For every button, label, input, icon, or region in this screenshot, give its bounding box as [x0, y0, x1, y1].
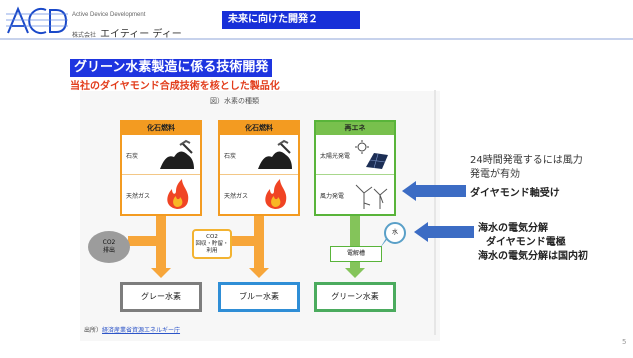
electrolyzer-box: 電解槽	[330, 246, 382, 262]
coal-label: 石炭	[224, 153, 237, 160]
solar-label: 太陽光発電	[320, 153, 351, 160]
co2-storage-box: CO2 回収・貯留・ 利用	[192, 229, 232, 259]
solar-panel-icon	[355, 140, 388, 169]
co2-store-arrow	[230, 236, 256, 246]
callout-arrow-head	[402, 181, 416, 201]
callout-arrow-head	[414, 222, 428, 242]
page-number: 5	[622, 338, 627, 346]
coal-cell: 石炭	[122, 135, 200, 175]
figure-divider	[434, 90, 436, 335]
flow-arrow	[156, 216, 166, 268]
water-bubble: 水	[384, 222, 406, 244]
slide-subtitle: 当社のダイヤモンド合成技術を核とした製品化	[70, 81, 280, 92]
column-head: 化石燃料	[122, 122, 200, 135]
fossil-column-gray: 化石燃料 石炭 天然ガス	[120, 120, 202, 216]
renewable-column: 再エネ 太陽光発電 風力発電	[314, 120, 396, 216]
wind-label: 風力発電	[320, 193, 345, 200]
company-name-en: Active Device Development	[72, 12, 146, 18]
co2-emit-label: 排出	[102, 247, 115, 254]
co2-emission-bubble: CO2 排出	[88, 231, 130, 263]
header-divider	[0, 38, 633, 40]
coal-cell: 石炭	[220, 135, 298, 175]
callout-arrow	[414, 185, 466, 197]
wind-cell: 風力発電	[316, 175, 394, 215]
blue-hydrogen-box: ブルー水素	[218, 282, 300, 312]
fossil-column-blue: 化石燃料 石炭 天然ガス	[218, 120, 300, 216]
gas-label: 天然ガス	[126, 193, 151, 200]
slide-title: グリーン水素製造に係る技術開発	[70, 59, 273, 77]
solar-cell: 太陽光発電	[316, 135, 394, 175]
bullet-item: 海水の電気分解	[478, 223, 548, 234]
co2-label: CO2	[206, 234, 218, 240]
co2-label: CO2	[102, 239, 116, 246]
flow-arrow	[350, 216, 360, 246]
callout-arrow	[426, 226, 474, 238]
company-name-jp: 株式会社エイティー ディー	[72, 22, 182, 41]
source-link[interactable]: 経済産業省資源エネルギー庁	[102, 327, 181, 334]
note-line: 発電が有効	[470, 169, 520, 180]
source-prefix: 出所）	[84, 327, 103, 334]
flame-icon	[167, 179, 189, 209]
section-tag: 未来に向けた開発２	[222, 11, 360, 29]
gas-label: 天然ガス	[224, 193, 249, 200]
gray-hydrogen-box: グレー水素	[120, 282, 202, 312]
diamond-bearing-note: ダイヤモンド軸受け	[470, 188, 560, 199]
green-hydrogen-box: グリーン水素	[314, 282, 396, 312]
wind-power-note: 24時間発電するには風力 発電が有効	[470, 154, 583, 182]
flow-arrow-head	[151, 268, 171, 278]
wind-turbine-icon	[355, 184, 388, 209]
flame-icon	[265, 179, 287, 209]
coal-pile-icon	[160, 139, 194, 169]
coal-pile-icon	[258, 139, 292, 169]
co2-emit-arrow	[128, 236, 158, 246]
flow-arrow-head	[345, 268, 365, 278]
bullet-item: 海水の電気分解は国内初	[478, 251, 588, 262]
flow-arrow	[350, 262, 360, 270]
coal-label: 石炭	[126, 153, 139, 160]
figure-source: 出所）経済産業省資源エネルギー庁	[84, 325, 180, 334]
figure-caption: 図）水素の種類	[210, 97, 259, 105]
company-type-label: 株式会社	[72, 32, 97, 39]
note-line: 24時間発電するには風力	[470, 155, 583, 166]
column-head: 化石燃料	[220, 122, 298, 135]
gas-cell: 天然ガス	[220, 175, 298, 215]
co2-use-label: 利用	[206, 248, 218, 254]
flow-arrow	[254, 216, 264, 268]
water-bubble-tail	[380, 236, 390, 248]
bullet-item: ダイヤモンド電極	[486, 237, 566, 248]
co2-capture-label: 回収・貯留・	[195, 241, 229, 247]
seawater-electrolysis-notes: 海水の電気分解 ダイヤモンド電極 海水の電気分解は国内初	[478, 222, 588, 264]
company-logo	[6, 6, 68, 36]
column-head: 再エネ	[316, 122, 394, 135]
gas-cell: 天然ガス	[122, 175, 200, 215]
company-name-katakana: エイティー ディー	[100, 29, 182, 40]
flow-arrow-head	[249, 268, 269, 278]
